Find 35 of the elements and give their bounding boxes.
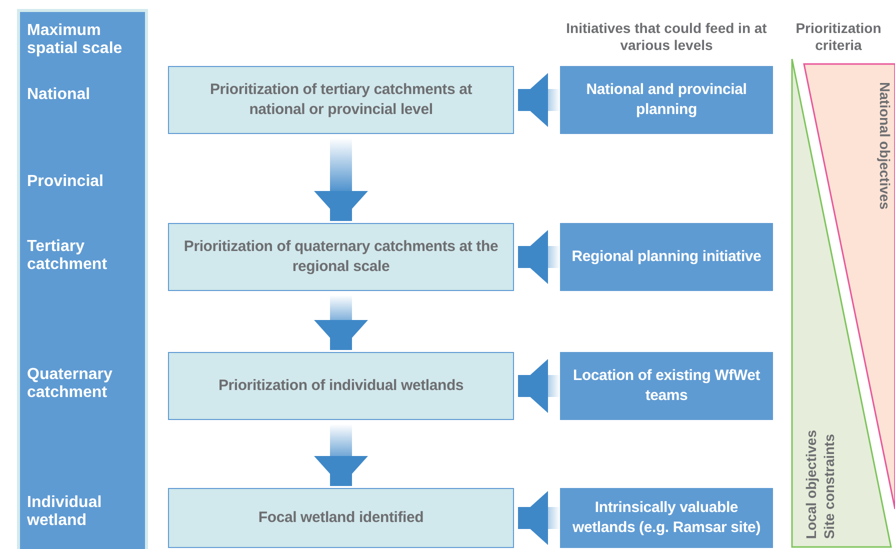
scale-column [20,12,145,549]
block-arrow [314,138,368,221]
box-text: Prioritization of tertiary catchments at national or provincial level [208,80,474,120]
block-arrow [518,359,560,413]
process-box [168,223,514,291]
block-arrow [314,424,368,486]
scale-label: Maximum spatial scale [27,22,124,58]
scale-label: Provincial [27,173,104,191]
column-heading: Prioritization criteria [794,20,882,54]
process-box [168,352,514,420]
block-arrow [314,295,368,350]
initiative-box [560,488,773,548]
process-box [168,488,514,548]
block-arrow [518,230,560,284]
criteria-text: Local objectives [803,430,819,539]
box-text: National and provincial planning [585,80,748,120]
scale-label: National [27,86,92,104]
initiative-box [560,66,773,134]
initiative-box [560,223,773,291]
process-box [168,66,514,134]
scale-label: Quaternary catchment [27,366,114,402]
box-text: Focal wetland identified [258,508,424,528]
box-text: Location of existing WfWet teams [572,366,762,406]
box-text: Prioritization of quaternary catchments at the regional scale [183,237,499,277]
criteria-text: Site constraints [821,434,837,539]
initiative-box [560,352,773,420]
box-text: Regional planning initiative [572,247,762,267]
block-arrow [518,73,560,127]
box-text: Intrinsically valuable wetlands (e.g. Ramsar site) [572,498,762,538]
scale-label: Tertiary catchment [27,238,108,274]
scale-label: Individual wetland [27,494,103,530]
block-arrow [518,491,560,545]
criteria-text: National objectives [877,82,893,210]
box-text: Prioritization of individual wetlands [218,376,464,396]
column-heading: Initiatives that could feed in at various levels [565,20,768,54]
